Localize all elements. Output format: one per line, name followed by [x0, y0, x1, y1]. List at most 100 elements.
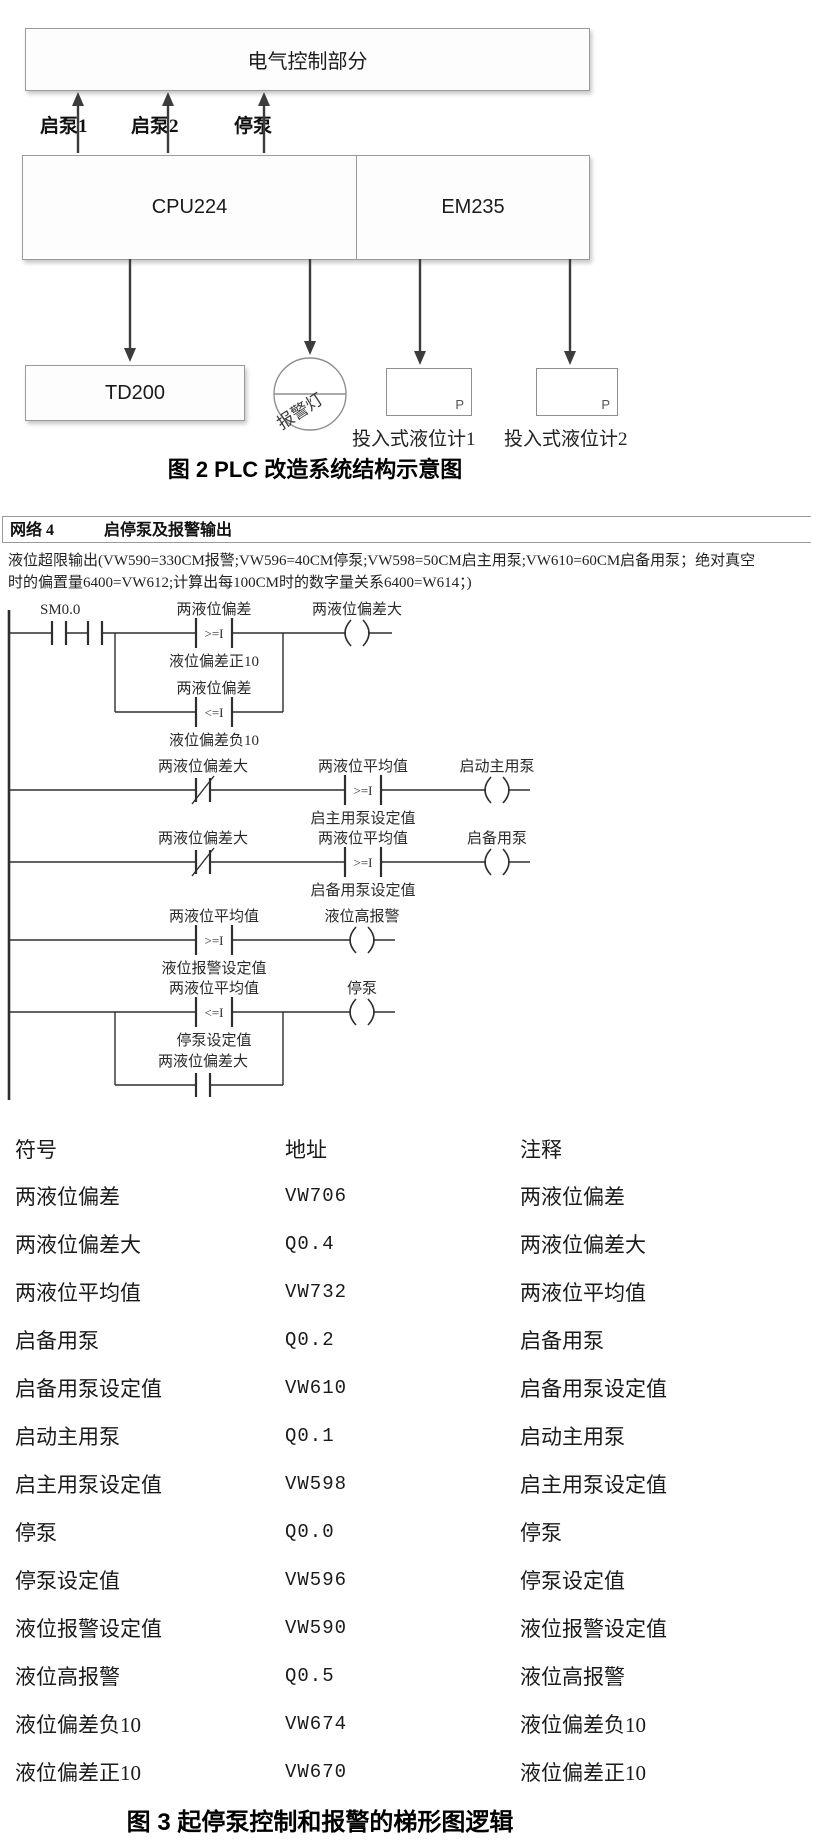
rung3-compare-op: >=I	[354, 855, 373, 870]
comment-cell: 停泵设定值	[520, 1569, 625, 1593]
comment-cell: 液位偏差负10	[520, 1713, 646, 1737]
comment-cell: 停泵	[520, 1521, 562, 1545]
network-label: 网络 4	[10, 520, 54, 539]
comment-cell: 液位偏差正10	[520, 1761, 646, 1785]
address-cell: VW670	[285, 1761, 348, 1783]
rung4-compare-top-operand: 两液位平均值	[169, 908, 259, 925]
symbol-cell: 液位偏差正10	[15, 1761, 141, 1785]
rung1-branch-op: <=I	[205, 705, 224, 720]
figure2-caption: 图 2 PLC 改造系统结构示意图	[167, 457, 463, 482]
electrical-control-label: 电气控制部分	[247, 51, 368, 73]
table-row: 液位偏差负10 VW674 液位偏差负10	[15, 1700, 797, 1748]
plc-box: CPU224 EM235	[22, 155, 590, 260]
rung2-nc-contact-label: 两液位偏差大	[158, 758, 248, 775]
table-row: 两液位偏差大 Q0.4 两液位偏差大	[15, 1220, 797, 1268]
rung1-coil-label: 两液位偏差大	[312, 601, 402, 618]
signal-label-start-pump2: 启泵2	[131, 116, 179, 137]
symbol-cell: 两液位偏差	[15, 1185, 120, 1209]
rung1-compare-op: >=I	[205, 626, 224, 641]
electrical-control-box: 电气控制部分	[25, 28, 590, 91]
rung2-coil-label: 启动主用泵	[459, 758, 534, 775]
sensor2-p-label: P	[601, 397, 610, 412]
rung1-compare-bottom-operand: 液位偏差正10	[169, 653, 259, 670]
symbol-cell: 两液位偏差大	[15, 1233, 141, 1257]
down-arrow-sensor2	[564, 259, 576, 365]
rung-5: 两液位平均值 <=I 停泵设定值 停泵 两液位偏差大	[9, 980, 395, 1097]
address-cell: VW610	[285, 1377, 348, 1399]
comment-cell: 启动主用泵	[520, 1425, 625, 1449]
address-cell: VW596	[285, 1569, 348, 1591]
symbol-cell: 启备用泵	[15, 1329, 99, 1353]
rung4-coil-label: 液位高报警	[324, 908, 399, 925]
signal-label-stop-pump: 停泵	[234, 116, 273, 137]
rung2-compare-top-operand: 两液位平均值	[318, 758, 408, 775]
rung1-branch-top-operand: 两液位偏差	[176, 680, 251, 697]
symbol-cell: 两液位平均值	[15, 1281, 141, 1305]
address-cell: Q0.0	[285, 1521, 335, 1543]
cpu224-label: CPU224	[151, 196, 228, 218]
rung1-compare-top-operand: 两液位偏差	[176, 601, 251, 618]
comment-cell: 两液位偏差大	[520, 1233, 646, 1257]
ladder-diagram: 网络 4 启停泵及报警输出 液位超限输出(VW590=330CM报警;VW596…	[2, 516, 811, 1100]
rung3-coil-label: 启备用泵	[467, 830, 527, 847]
symbol-cell: 液位偏差负10	[15, 1713, 141, 1737]
sensor1-p-label: P	[455, 397, 464, 412]
symbol-table: 符号 地址 注释 两液位偏差 VW706 两液位偏差 两液位偏差大 Q0.4 两…	[15, 1126, 797, 1796]
rung-4: 两液位平均值 >=I 液位报警设定值 液位高报警	[9, 908, 400, 977]
table-row: 启备用泵设定值 VW610 启备用泵设定值	[15, 1364, 797, 1412]
table-row: 停泵 Q0.0 停泵	[15, 1508, 797, 1556]
symbol-table-header: 符号 地址 注释	[15, 1126, 797, 1172]
td200-label: TD200	[104, 381, 166, 404]
symbol-cell: 启主用泵设定值	[15, 1473, 162, 1497]
alarm-lamp-label: 报警灯	[273, 390, 326, 434]
address-cell: VW732	[285, 1281, 348, 1303]
sensor2-label: 投入式液位计2	[504, 429, 628, 450]
comment-cell: 两液位偏差	[520, 1185, 625, 1209]
symbol-cell: 停泵设定值	[15, 1569, 120, 1593]
level-sensor2-box: P	[536, 368, 618, 416]
address-cell: Q0.4	[285, 1233, 335, 1255]
comment-cell: 启备用泵设定值	[520, 1377, 667, 1401]
sm00-contact-label: SM0.0	[40, 602, 80, 618]
table-row: 停泵设定值 VW596 停泵设定值	[15, 1556, 797, 1604]
alarm-lamp-symbol: 报警灯	[273, 357, 347, 434]
rung3-nc-contact-label: 两液位偏差大	[158, 830, 248, 847]
header-address: 地址	[285, 1138, 327, 1162]
rung-3: 两液位偏差大 两液位平均值 >=I 启备用泵设定值 启备用泵	[9, 830, 530, 899]
comment-cell: 液位报警设定值	[520, 1617, 667, 1641]
table-row: 液位偏差正10 VW670 液位偏差正10	[15, 1748, 797, 1796]
down-arrow-td200	[124, 259, 136, 362]
table-row: 启备用泵 Q0.2 启备用泵	[15, 1316, 797, 1364]
rung1-branch-bottom-operand: 液位偏差负10	[169, 732, 259, 749]
signal-label-start-pump1: 启泵1	[40, 116, 88, 137]
symbol-cell: 启备用泵设定值	[15, 1377, 162, 1401]
down-arrow-sensor1	[414, 259, 426, 365]
rung5-compare-top-operand: 两液位平均值	[169, 980, 259, 997]
table-row: 液位高报警 Q0.5 液位高报警	[15, 1652, 797, 1700]
table-row: 两液位平均值 VW732 两液位平均值	[15, 1268, 797, 1316]
rung2-compare-op: >=I	[354, 783, 373, 798]
symbol-cell: 液位报警设定值	[15, 1617, 162, 1641]
rung5-branch-contact-label: 两液位偏差大	[158, 1053, 248, 1070]
symbol-cell: 停泵	[15, 1521, 57, 1545]
network-header: 网络 4 启停泵及报警输出	[2, 516, 811, 543]
rung3-compare-bottom-operand: 启备用泵设定值	[310, 882, 415, 899]
rung2-compare-bottom-operand: 启主用泵设定值	[310, 810, 415, 827]
em235-cell: EM235	[357, 156, 589, 259]
rung-1: SM0.0 两液位偏差 >=I 液位偏差正10 两液位偏差大 两液位偏差 <=I…	[9, 601, 402, 749]
symbol-cell: 液位高报警	[15, 1665, 120, 1689]
table-row: 启动主用泵 Q0.1 启动主用泵	[15, 1412, 797, 1460]
address-cell: VW590	[285, 1617, 348, 1639]
address-cell: VW674	[285, 1713, 348, 1735]
address-cell: Q0.2	[285, 1329, 335, 1351]
address-cell: Q0.5	[285, 1665, 335, 1687]
comment-cell: 启备用泵	[520, 1329, 604, 1353]
address-cell: Q0.1	[285, 1425, 335, 1447]
network-title: 启停泵及报警输出	[104, 520, 232, 539]
address-cell: VW598	[285, 1473, 348, 1495]
table-row: 启主用泵设定值 VW598 启主用泵设定值	[15, 1460, 797, 1508]
network-comment-line2: 时的偏置量6400=VW612;计算出每100CM时的数字量关系6400=W61…	[8, 573, 472, 591]
comment-cell: 两液位平均值	[520, 1281, 646, 1305]
rung5-coil-label: 停泵	[347, 980, 377, 997]
